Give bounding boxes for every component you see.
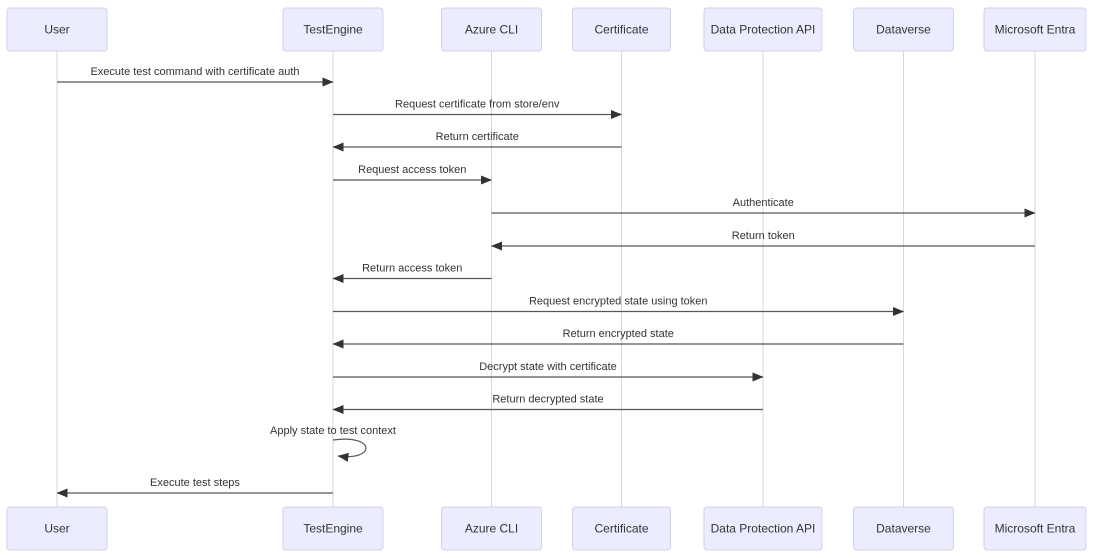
message-3: Request access token bbox=[333, 164, 492, 185]
message-5: Return token bbox=[491, 230, 1035, 251]
participant-box bbox=[703, 506, 823, 551]
message-label: Apply state to test context bbox=[270, 425, 396, 437]
message-1: Request certificate from store/env bbox=[333, 99, 622, 119]
participant-bottom-certificate: Certificate bbox=[572, 506, 671, 551]
participant-label: Certificate bbox=[594, 23, 648, 37]
participant-label: TestEngine bbox=[303, 522, 363, 536]
message-label: Authenticate bbox=[733, 197, 794, 209]
participant-top-testengine: TestEngine bbox=[282, 7, 384, 52]
participant-top-dpapi: Data Protection API bbox=[703, 7, 823, 52]
participant-label: User bbox=[44, 522, 69, 536]
message-label: Decrypt state with certificate bbox=[479, 361, 617, 373]
message-label: Execute test steps bbox=[150, 477, 240, 489]
message-label: Request encrypted state using token bbox=[529, 296, 708, 308]
participant-label: Microsoft Entra bbox=[995, 23, 1076, 37]
message-0: Execute test command with certificate au… bbox=[57, 66, 334, 87]
message-label: Execute test command with certificate au… bbox=[90, 66, 299, 78]
message-2: Return certificate bbox=[332, 131, 622, 152]
message-label: Return decrypted state bbox=[492, 394, 603, 406]
message-label: Return encrypted state bbox=[563, 328, 674, 340]
participant-label: User bbox=[44, 23, 69, 37]
participant-bottom-azurecli: Azure CLI bbox=[441, 506, 542, 551]
message-8: Return encrypted state bbox=[332, 328, 904, 349]
self-message-arrow bbox=[332, 438, 367, 462]
message-6: Return access token bbox=[332, 263, 492, 283]
participant-box bbox=[441, 506, 542, 551]
participant-label: Data Protection API bbox=[711, 23, 816, 37]
message-label: Return token bbox=[732, 230, 795, 242]
participant-box bbox=[983, 506, 1087, 551]
message-11: Apply state to test context bbox=[270, 425, 396, 462]
message-label: Return certificate bbox=[436, 131, 519, 143]
participant-bottom-testengine: TestEngine bbox=[282, 506, 384, 551]
participant-box bbox=[853, 506, 954, 551]
participant-bottom-dataverse: Dataverse bbox=[853, 506, 954, 551]
message-label: Request access token bbox=[358, 164, 466, 176]
participant-box bbox=[282, 7, 384, 52]
message-10: Return decrypted state bbox=[332, 394, 763, 414]
participant-label: Azure CLI bbox=[465, 522, 518, 536]
message-4: Authenticate bbox=[491, 197, 1036, 218]
participant-box bbox=[703, 7, 823, 52]
message-label: Return access token bbox=[362, 263, 462, 275]
participant-box bbox=[441, 7, 542, 52]
message-9: Decrypt state with certificate bbox=[333, 361, 764, 382]
participant-label: TestEngine bbox=[303, 23, 363, 37]
message-12: Execute test steps bbox=[56, 477, 333, 498]
participant-box bbox=[572, 7, 671, 52]
participant-box bbox=[983, 7, 1087, 52]
participant-top-entra: Microsoft Entra bbox=[983, 7, 1087, 52]
participant-bottom-dpapi: Data Protection API bbox=[703, 506, 823, 551]
participant-label: Dataverse bbox=[876, 23, 931, 37]
participant-label: Azure CLI bbox=[465, 23, 518, 37]
participant-top-dataverse: Dataverse bbox=[853, 7, 954, 52]
participant-box bbox=[572, 506, 671, 551]
participant-top-user: User bbox=[6, 7, 108, 52]
participant-top-certificate: Certificate bbox=[572, 7, 671, 52]
participant-box bbox=[6, 506, 108, 551]
message-7: Request encrypted state using token bbox=[333, 296, 904, 316]
participant-bottom-entra: Microsoft Entra bbox=[983, 506, 1087, 551]
participant-label: Data Protection API bbox=[711, 522, 816, 536]
participant-top-azurecli: Azure CLI bbox=[441, 7, 542, 52]
participant-label: Dataverse bbox=[876, 522, 931, 536]
participant-label: Microsoft Entra bbox=[995, 522, 1076, 536]
participant-box bbox=[6, 7, 108, 52]
message-label: Request certificate from store/env bbox=[395, 99, 560, 111]
participant-label: Certificate bbox=[594, 522, 648, 536]
participant-box bbox=[282, 506, 384, 551]
participant-box bbox=[853, 7, 954, 52]
participant-bottom-user: User bbox=[6, 506, 108, 551]
